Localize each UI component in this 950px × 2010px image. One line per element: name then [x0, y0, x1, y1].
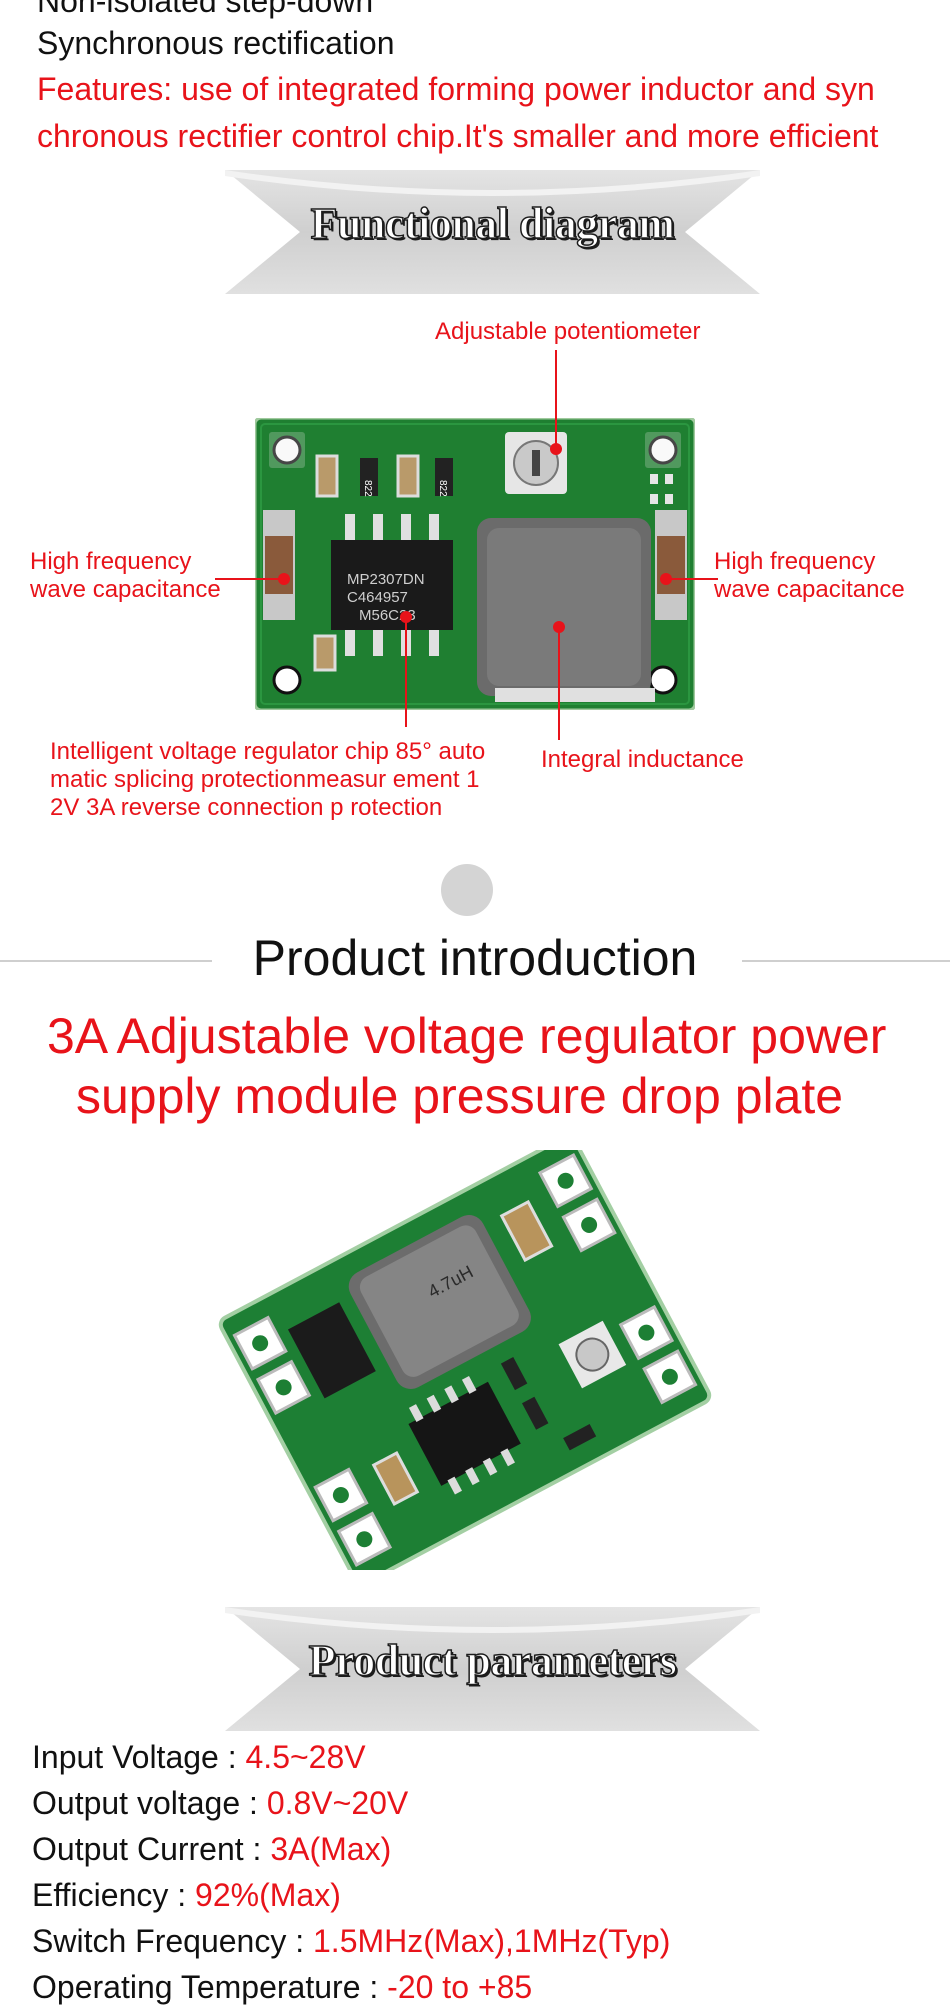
chip-marking-2: C464957: [347, 589, 408, 606]
spec-line-nonisolated: Non-isolated step-down: [37, 0, 374, 19]
param-value: 92%(Max): [195, 1877, 341, 1913]
resistor-label-1: 822: [362, 480, 373, 497]
param-value: 3A(Max): [270, 1831, 392, 1867]
param-row-efficiency: Efficiency : 92%(Max): [32, 1872, 670, 1918]
section-separator-dot: [441, 864, 493, 916]
functional-diagram-title: Functional diagram: [310, 198, 676, 249]
rule-left: [0, 960, 212, 962]
param-value: -20 to +85: [387, 1969, 533, 2005]
param-label: Operating Temperature :: [32, 1969, 388, 2005]
param-row-output-current: Output Current : 3A(Max): [32, 1826, 670, 1872]
features-line-1: Features: use of integrated forming powe…: [37, 71, 875, 107]
dot-potentiometer: [550, 443, 562, 455]
dot-left-capacitance: [278, 573, 290, 585]
headline-line-1: 3A Adjustable voltage regulator power: [47, 1008, 887, 1064]
label-right-capacitance-1: High frequency: [714, 548, 876, 575]
parameters-list: Input Voltage : 4.5~28V Output voltage :…: [32, 1734, 670, 2010]
param-row-output-voltage: Output voltage : 0.8V~20V: [32, 1780, 670, 1826]
leader-right-capacitance: [668, 578, 718, 580]
param-value: 4.5~28V: [245, 1739, 366, 1775]
leader-inductance: [558, 627, 560, 740]
dot-right-capacitance: [660, 573, 672, 585]
label-right-capacitance-2: wave capacitance: [714, 576, 905, 603]
product-photo: 4.7uH: [218, 1150, 712, 1570]
product-introduction-title: Product introduction: [252, 930, 698, 986]
param-label: Output Current :: [32, 1831, 271, 1867]
product-parameters-banner: Product parameters: [225, 1607, 760, 1731]
param-label: Output voltage :: [32, 1785, 267, 1821]
param-label: Switch Frequency :: [32, 1923, 313, 1959]
param-row-switch-frequency: Switch Frequency : 1.5MHz(Max),1MHz(Typ): [32, 1918, 670, 1964]
functional-diagram-banner: Functional diagram: [225, 170, 760, 294]
resistor-label-2: 822: [437, 480, 448, 497]
features-line-2: chronous rectifier control chip.It's sma…: [37, 118, 879, 154]
spec-line-synchronous: Synchronous rectification: [37, 25, 395, 61]
chip-marking-1: MP2307DN: [347, 571, 425, 588]
banner-shape: [225, 170, 760, 294]
label-integral-inductance: Integral inductance: [541, 746, 744, 773]
param-row-operating-temperature: Operating Temperature : -20 to +85: [32, 1964, 670, 2010]
param-row-input-voltage: Input Voltage : 4.5~28V: [32, 1734, 670, 1780]
leader-potentiometer: [555, 350, 557, 448]
label-regulator-chip: Intelligent voltage regulator chip 85° a…: [50, 738, 486, 821]
label-adjustable-potentiometer: Adjustable potentiometer: [435, 318, 701, 345]
rule-right: [742, 960, 950, 962]
param-label: Input Voltage :: [32, 1739, 246, 1775]
banner-shape-2: [225, 1607, 760, 1731]
param-value: 0.8V~20V: [266, 1785, 409, 1821]
param-value: 1.5MHz(Max),1MHz(Typ): [313, 1923, 671, 1959]
param-label: Efficiency :: [32, 1877, 196, 1913]
pcb-top-view: 822 822 MP2307DN C464957 M56C23: [255, 418, 695, 710]
product-parameters-title: Product parameters: [308, 1635, 678, 1686]
label-left-capacitance-1: High frequency: [30, 548, 192, 575]
label-left-capacitance-2: wave capacitance: [30, 576, 221, 603]
leader-left-capacitance: [215, 578, 283, 580]
headline-line-2: supply module pressure drop plate: [76, 1068, 844, 1124]
leader-chip: [405, 617, 407, 727]
